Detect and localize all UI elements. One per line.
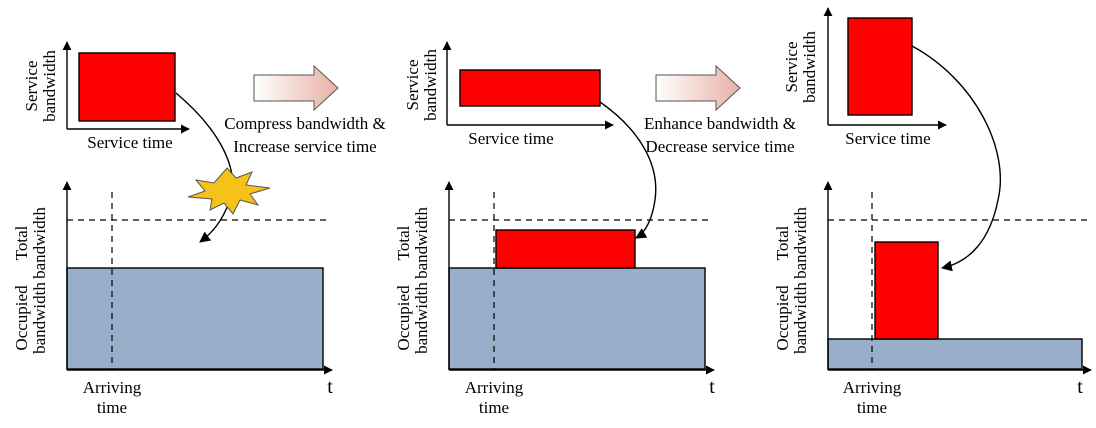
service-y-label-line1: Service [403,60,422,111]
occupied-bandwidth-area [66,267,324,370]
service-chart-1: Service bandwidth Service time [22,41,190,152]
panel-2: Service bandwidth Service time Total ban… [394,41,715,417]
panel-3: Service bandwidth Service time Total ban… [773,7,1092,417]
arriving-label-line2: time [857,398,887,417]
service-y-label-line2: bandwidth [800,31,819,103]
service-y-label-line1: Service [22,61,41,112]
transition-1-line1: Compress bandwidth & [224,114,386,133]
total-label-line2: bandwidth [412,207,431,279]
occupied-label-line2: bandwidth [791,282,810,354]
right-arrow-icon [655,64,741,112]
t-label: t [1077,376,1083,398]
occupied-label-line1: Occupied [394,285,413,351]
occupied-bandwidth-area [448,267,706,370]
service-y-label-line2: bandwidth [421,49,440,121]
service-block [78,52,176,122]
service-x-label: Service time [845,129,930,148]
service-chart-2: Service bandwidth Service time [403,41,614,148]
occupied-bandwidth-area [827,338,1083,370]
transition-2-line1: Enhance bandwidth & [644,114,796,133]
service-y-label-line2: bandwidth [40,50,59,122]
total-label-line1: Total [394,225,413,260]
t-label: t [327,376,333,398]
transition-1: Compress bandwidth & Increase service ti… [224,64,386,156]
total-label-line1: Total [12,225,31,260]
total-label-line2: bandwidth [30,207,49,279]
arriving-label-line1: Arriving [83,378,142,397]
network-chart-1: Total bandwidth Occupied bandwidth Arriv… [12,181,333,417]
right-arrow-icon [253,64,339,112]
total-label-line2: bandwidth [791,207,810,279]
transition-2: Enhance bandwidth & Decrease service tim… [644,64,796,156]
arriving-label-line1: Arriving [843,378,902,397]
arriving-label-line2: time [479,398,509,417]
occupied-label-line1: Occupied [12,285,31,351]
allocated-service-block [495,229,636,269]
mapping-arrow-3 [911,45,1002,272]
service-chart-3: Service bandwidth Service time [782,7,947,148]
t-label: t [709,376,715,398]
service-x-label: Service time [87,133,172,152]
transition-1-line2: Increase service time [233,137,376,156]
explosion-icon [187,167,271,215]
service-x-label: Service time [468,129,553,148]
occupied-label-line1: Occupied [773,285,792,351]
service-block [459,69,601,107]
arriving-label-line1: Arriving [465,378,524,397]
allocated-service-block [874,241,939,340]
arriving-label-line2: time [97,398,127,417]
occupied-label-line2: bandwidth [30,282,49,354]
total-label-line1: Total [773,225,792,260]
network-chart-2: Total bandwidth Occupied bandwidth Arriv… [394,181,715,417]
transition-2-line2: Decrease service time [645,137,794,156]
panel-1: Service bandwidth Service time Total ban… [12,41,333,417]
mapping-arrow-2 [599,101,657,239]
network-chart-3: Total bandwidth Occupied bandwidth Arriv… [773,181,1092,417]
occupied-label-line2: bandwidth [412,282,431,354]
service-block [847,17,913,116]
service-y-label-line1: Service [782,42,801,93]
